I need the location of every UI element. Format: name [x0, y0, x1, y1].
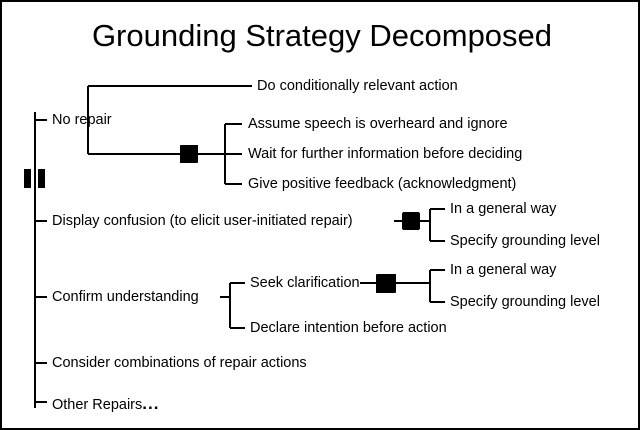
node-display-confusion-general[interactable]: In a general way: [450, 201, 557, 217]
root-marker: [24, 169, 45, 188]
node-other-repairs-ellipsis: ...: [142, 394, 160, 413]
filled-square-marker-no-repair: [180, 145, 198, 163]
node-confirm-understanding[interactable]: Confirm understanding: [52, 289, 199, 305]
node-wait-for-further-information[interactable]: Wait for further information before deci…: [248, 146, 523, 162]
node-seek-clarification-specify[interactable]: Specify grounding level: [450, 294, 600, 310]
node-seek-clarification[interactable]: Seek clarification: [250, 275, 360, 291]
node-display-confusion[interactable]: Display confusion (to elicit user-initia…: [52, 213, 353, 229]
filled-square-marker-seek-clarification: [376, 274, 396, 293]
page-title: Grounding Strategy Decomposed: [91, 18, 553, 53]
node-give-positive-feedback[interactable]: Give positive feedback (acknowledgment): [248, 176, 517, 192]
node-consider-combinations[interactable]: Consider combinations of repair actions: [52, 355, 307, 371]
node-seek-clarification-general[interactable]: In a general way: [450, 262, 557, 278]
root-marker-right-bar: [38, 169, 45, 188]
filled-square-marker-display-confusion: [402, 212, 420, 230]
node-assume-speech-overheard[interactable]: Assume speech is overheard and ignore: [248, 116, 508, 132]
node-other-repairs[interactable]: Other Repairs...: [52, 395, 159, 413]
node-declare-intention[interactable]: Declare intention before action: [250, 320, 447, 336]
node-do-conditionally-relevant-action[interactable]: Do conditionally relevant action: [257, 78, 458, 94]
node-display-confusion-specify[interactable]: Specify grounding level: [450, 233, 600, 249]
node-other-repairs-label: Other Repairs: [52, 397, 143, 413]
branch-markers: [180, 145, 420, 293]
node-no-repair[interactable]: No repair: [52, 112, 112, 128]
root-marker-left-bar: [24, 169, 31, 188]
